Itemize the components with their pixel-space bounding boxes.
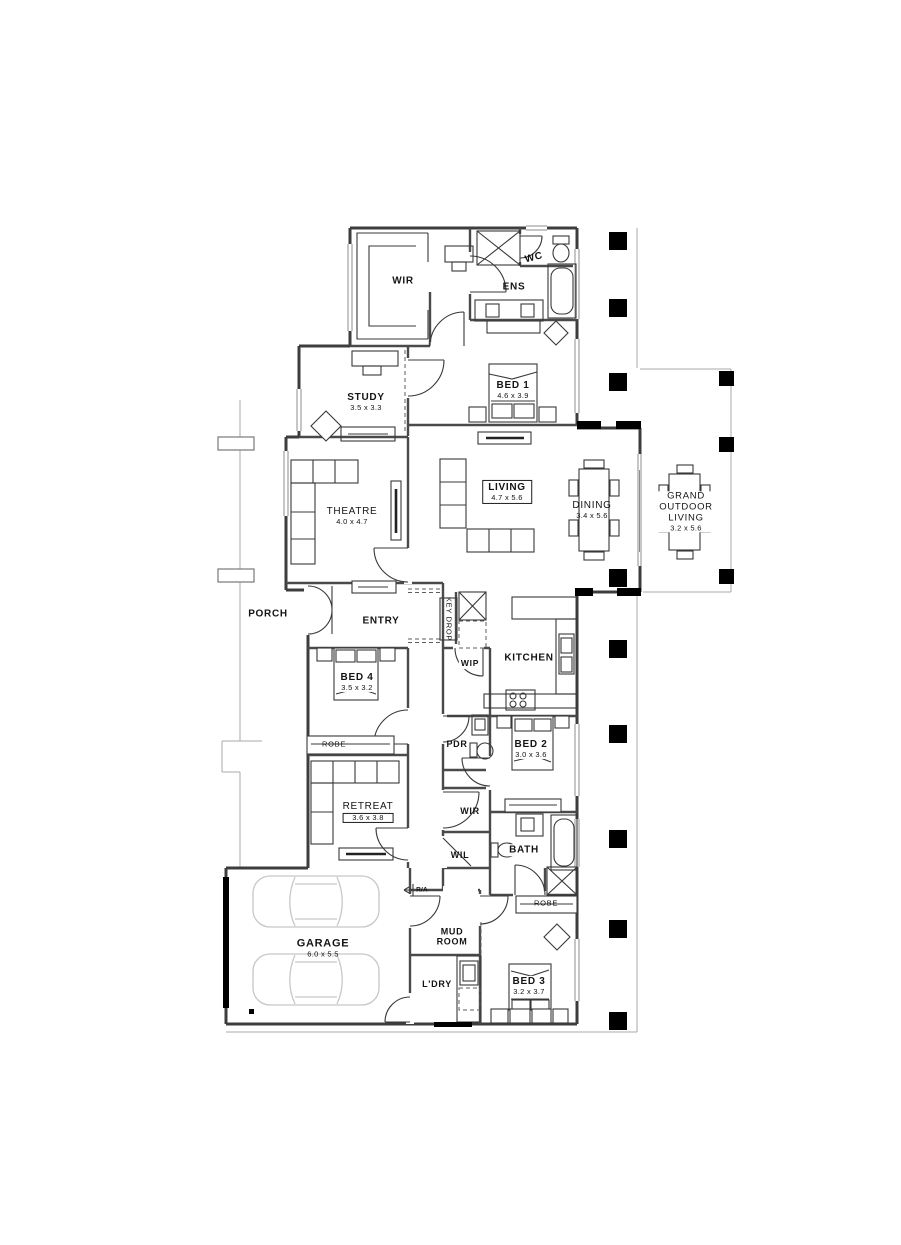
room-dims: 3.5 x 3.3 xyxy=(350,402,382,412)
room-label-wir-rear: WIR xyxy=(460,806,480,816)
room-dims: 6.0 x 5.5 xyxy=(307,949,339,959)
room-label-retreat: RETREAT 3.6 x 3.8 xyxy=(342,800,394,824)
room-label-study: STUDY 3.5 x 3.3 xyxy=(347,392,384,412)
room-name: PORCH xyxy=(248,608,288,620)
room-dims: 4.7 x 5.6 xyxy=(491,492,523,502)
room-label-wir-master: WIR xyxy=(392,275,414,287)
room-name: BED 4 xyxy=(340,671,374,683)
room-label-entry: ENTRY xyxy=(362,615,399,627)
room-name: LIVING xyxy=(488,481,526,493)
room-label-wil: WIL xyxy=(451,850,470,860)
room-name: BED 1 xyxy=(496,379,530,391)
room-name: WIR xyxy=(392,275,414,287)
room-name: BED 2 xyxy=(514,738,548,750)
room-name: GARAGE xyxy=(296,937,350,950)
room-name: ENS xyxy=(502,281,526,293)
room-label-porch: PORCH xyxy=(248,608,288,620)
room-label-living: LIVING 4.7 x 5.6 xyxy=(482,479,532,505)
room-label-bed1: BED 1 4.6 x 3.9 xyxy=(494,379,532,401)
room-name: WIR xyxy=(460,805,480,816)
dashed-lines xyxy=(404,350,487,1011)
room-name: PDR xyxy=(446,738,468,749)
room-dims: 4.0 x 4.7 xyxy=(336,516,368,526)
room-name: WIL xyxy=(450,849,470,860)
room-name: KITCHEN xyxy=(504,652,554,664)
room-name: RETREAT xyxy=(342,800,394,812)
room-name: STUDY xyxy=(347,391,385,403)
room-label-robe-bed3: ROBE xyxy=(533,898,559,909)
room-label-dining: DINING 3.4 x 5.6 xyxy=(572,500,611,520)
windows xyxy=(283,225,642,1001)
room-label-pdr: PDR xyxy=(446,739,467,749)
room-dims: 3.5 x 3.2 xyxy=(341,682,373,692)
room-label-key-drop: KEY DROP xyxy=(444,597,453,641)
room-dims: 3.6 x 3.8 xyxy=(342,812,394,824)
eave-lines xyxy=(221,228,732,1033)
porch-columns xyxy=(217,436,255,583)
label-return-air: R/A xyxy=(416,886,428,893)
label-text: R/A xyxy=(416,886,428,894)
furniture xyxy=(290,230,711,1024)
garage-cars xyxy=(252,875,380,1006)
room-label-kitchen: KITCHEN xyxy=(504,652,553,664)
room-label-bed2: BED 2 3.0 x 3.6 xyxy=(512,738,550,760)
room-label-wip: WIP xyxy=(458,658,482,669)
room-name: ROBE xyxy=(321,739,347,749)
room-label-mud-room: MUD ROOM xyxy=(428,927,476,948)
room-label-bed3: BED 3 3.2 x 3.7 xyxy=(510,975,548,997)
room-dims: 4.6 x 3.9 xyxy=(497,390,529,400)
room-label-bath: BATH xyxy=(507,844,541,856)
room-label-ldry: L'DRY xyxy=(422,979,452,989)
room-name: GRAND OUTDOOR LIVING xyxy=(659,490,713,524)
room-name: L'DRY xyxy=(422,978,452,989)
room-label-grand-outdoor-living: GRAND OUTDOOR LIVING 3.2 x 5.6 xyxy=(647,490,725,533)
room-name: WIP xyxy=(460,658,480,669)
room-dims: 3.4 x 5.6 xyxy=(576,510,608,520)
room-dims: 3.2 x 3.7 xyxy=(513,986,545,996)
room-label-ens: ENS xyxy=(503,281,526,293)
room-dims: 3.0 x 3.6 xyxy=(515,749,547,759)
room-label-theatre: THEATRE 4.0 x 4.7 xyxy=(324,505,380,527)
room-name: THEATRE xyxy=(326,505,378,517)
room-name: BATH xyxy=(509,844,539,856)
doors xyxy=(307,235,546,1023)
room-name: BED 3 xyxy=(512,975,546,987)
room-name: DINING xyxy=(572,499,612,511)
room-label-garage: GARAGE 6.0 x 5.5 xyxy=(297,937,349,958)
room-label-bed4: BED 4 3.5 x 3.2 xyxy=(338,671,376,693)
room-name: ENTRY xyxy=(362,615,400,627)
room-name: MUD ROOM xyxy=(436,926,468,947)
room-name: KEY DROP xyxy=(444,596,454,642)
posts-and-piers xyxy=(223,232,734,1030)
room-name: ROBE xyxy=(533,898,559,908)
room-dims: 3.2 x 5.6 xyxy=(670,523,702,533)
room-label-robe-bed4: ROBE xyxy=(321,739,347,750)
